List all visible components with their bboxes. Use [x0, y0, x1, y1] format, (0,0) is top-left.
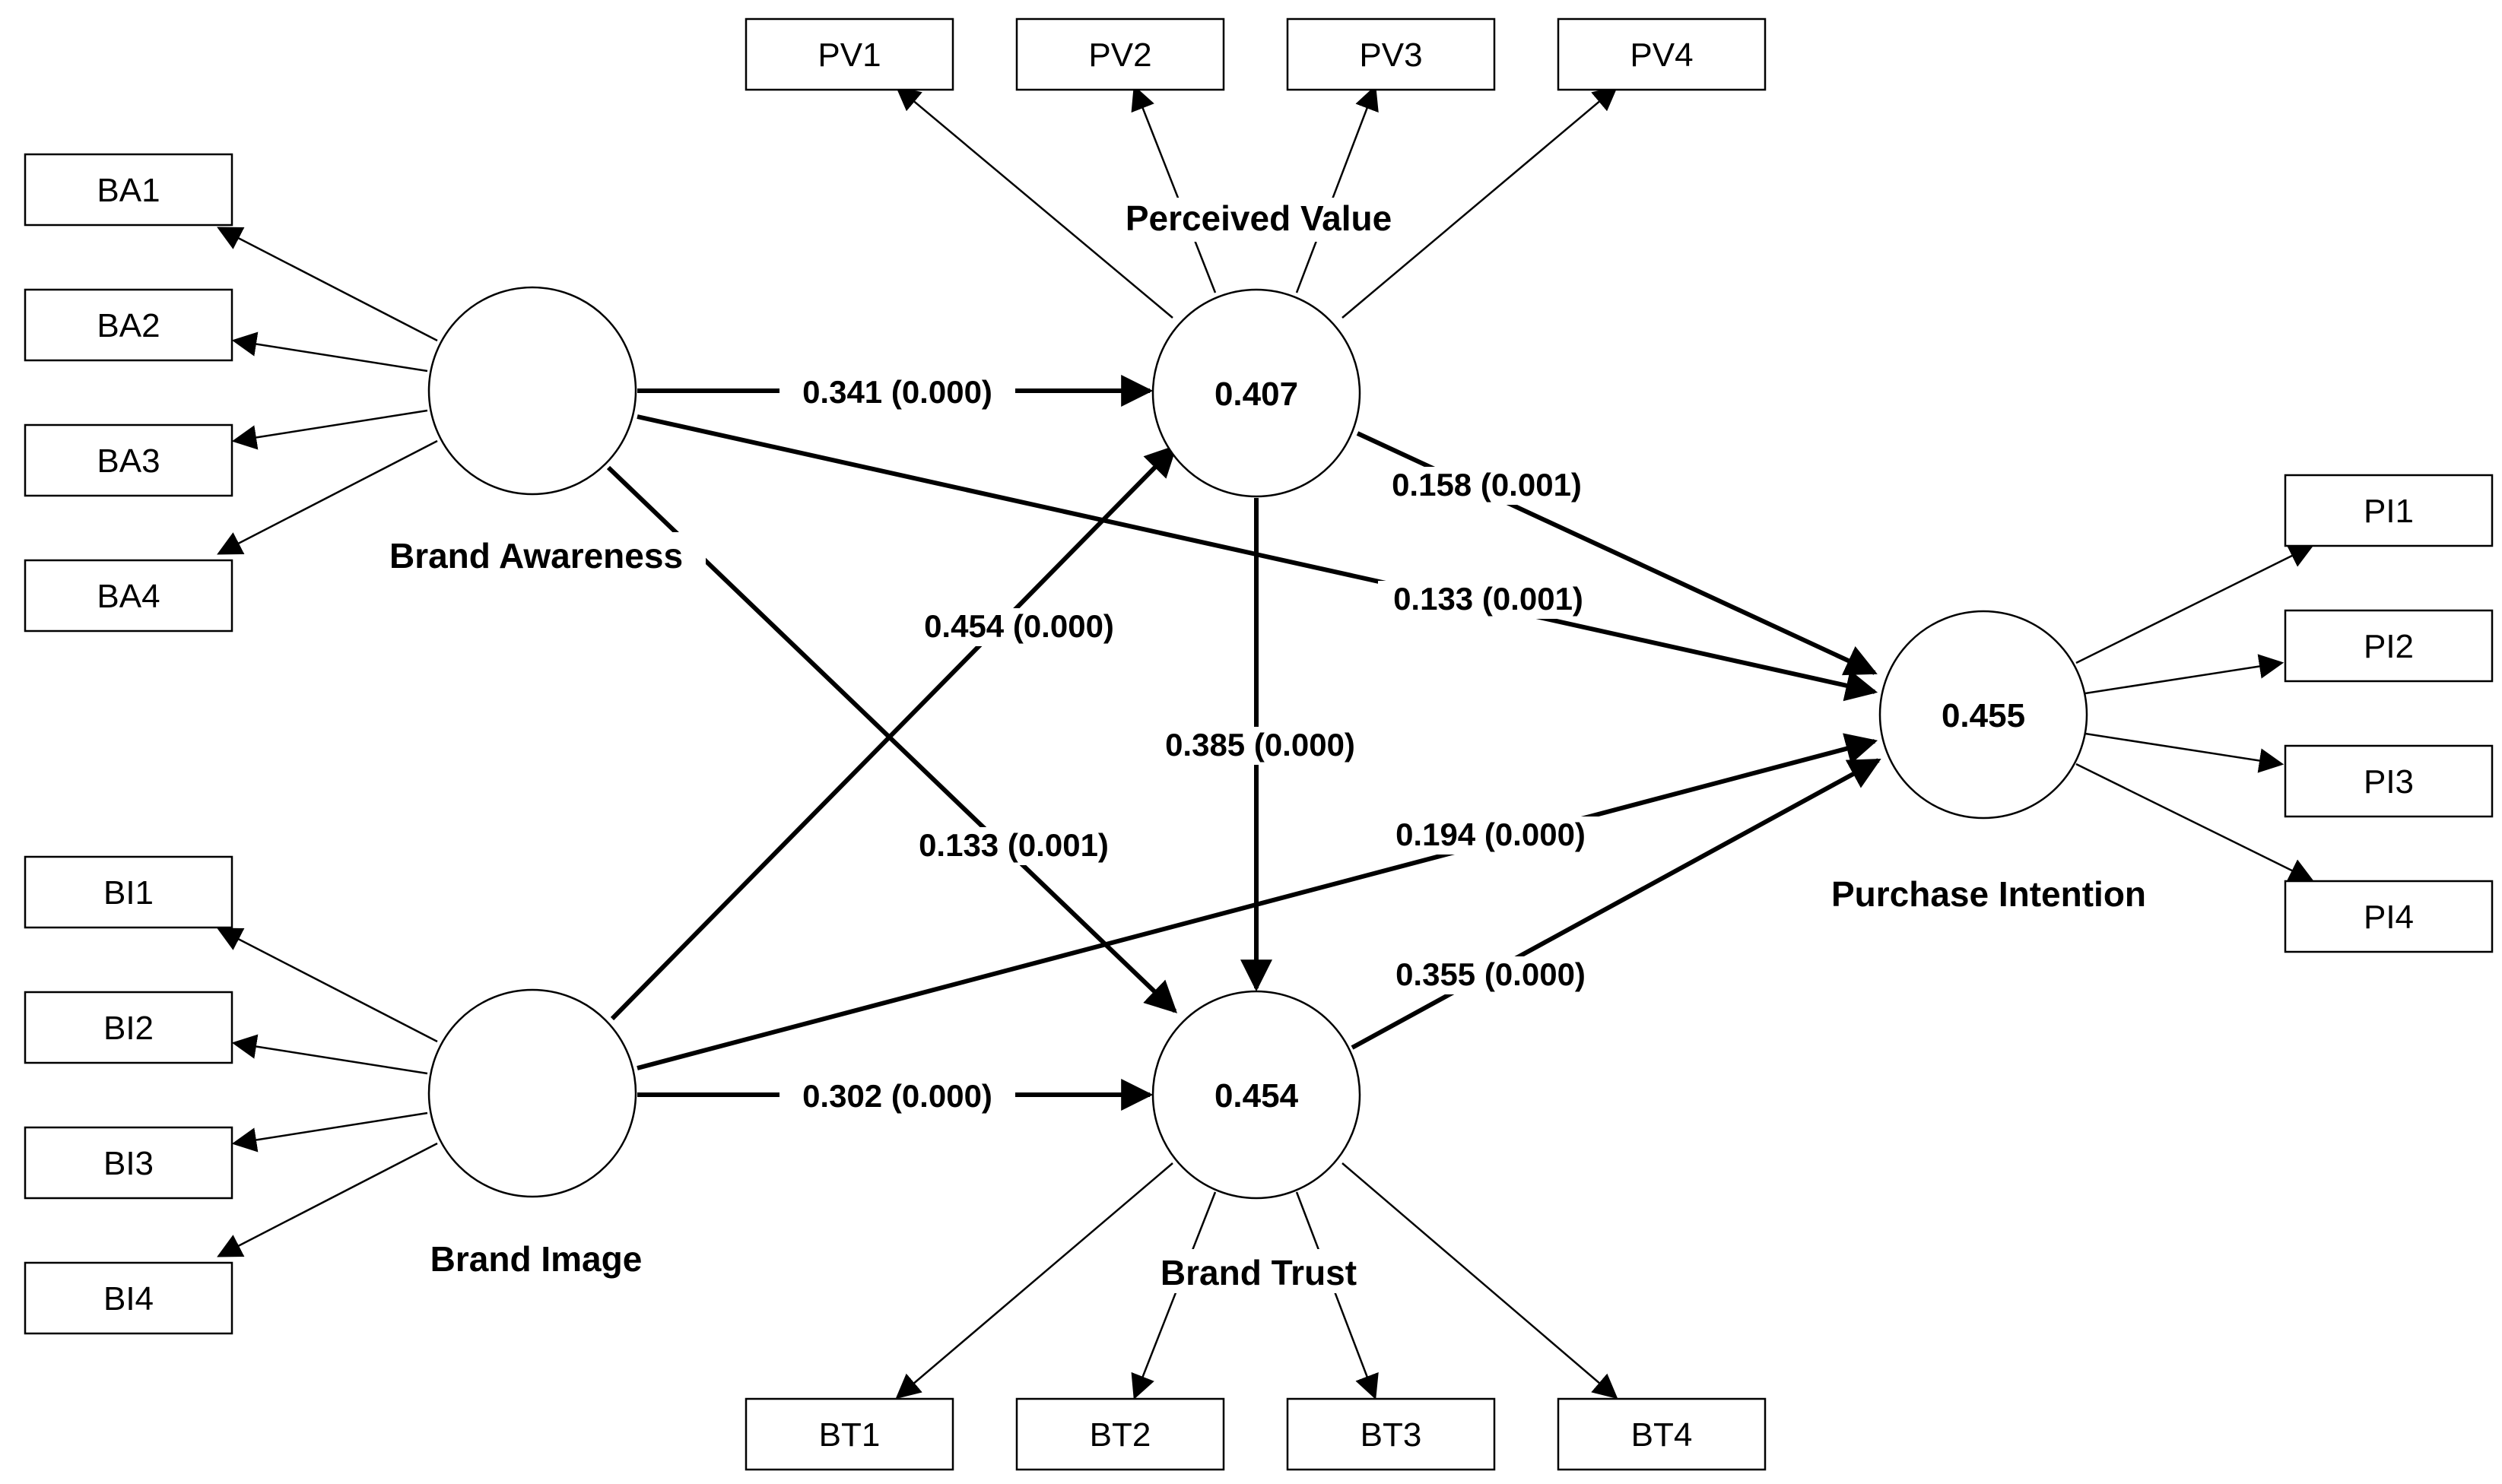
indicator-label-bi4: BI4: [103, 1280, 154, 1318]
indicator-label-bt4: BT4: [1631, 1416, 1693, 1454]
loading-bt2: [1131, 1191, 1217, 1400]
indicator-label-pv4: PV4: [1630, 36, 1693, 74]
construct-label-pv: Perceived Value: [1126, 198, 1392, 238]
loading-bi1: [217, 928, 438, 1043]
loading-pv1: [895, 85, 1173, 319]
indicator-box-bt2: [1015, 1397, 1225, 1471]
indicator-box-bt4: [1557, 1397, 1767, 1471]
indicator-label-pi2: PI2: [2364, 628, 2414, 665]
loading-bt1: [895, 1162, 1173, 1400]
loading-pv3: [1295, 84, 1379, 293]
indicator-label-ba2: BA2: [97, 307, 160, 344]
indicator-box-bt1: [745, 1397, 954, 1471]
loading-pi4: [2075, 763, 2314, 882]
construct-label-bi: Brand Image: [430, 1239, 643, 1279]
indicator-label-ba3: BA3: [97, 442, 160, 480]
coef-bi-pi: 0.194 (0.000): [1395, 817, 1586, 852]
indicator-box-bi1: [24, 855, 233, 929]
loading-bi4: [217, 1142, 438, 1257]
indicator-box-pi4: [2284, 880, 2494, 953]
indicator-label-pv1: PV1: [818, 36, 881, 74]
construct-node-ba: [427, 286, 637, 496]
indicator-label-pi3: PI3: [2364, 763, 2414, 801]
coef-bi-bt: 0.302 (0.000): [802, 1078, 992, 1114]
loading-ba2: [231, 331, 428, 373]
construct-node-bt: [1151, 990, 1361, 1200]
indicator-box-pi2: [2284, 609, 2494, 683]
loading-bi2: [231, 1034, 428, 1075]
construct-node-bi: [427, 988, 637, 1198]
indicator-box-bi3: [24, 1126, 233, 1200]
indicator-label-pv3: PV3: [1359, 36, 1422, 74]
coef-pv-pi: 0.158 (0.001): [1392, 467, 1582, 503]
indicator-label-bt1: BT1: [819, 1416, 881, 1454]
loading-pi1: [2075, 544, 2314, 664]
coef-ba-pi: 0.133 (0.001): [1393, 581, 1583, 617]
indicator-label-bi2: BI2: [103, 1010, 154, 1047]
loading-bt4: [1341, 1162, 1618, 1400]
indicator-box-bt3: [1286, 1397, 1496, 1471]
coef-ba-pv: 0.341 (0.000): [802, 374, 992, 410]
coef-bt-pi: 0.355 (0.000): [1395, 956, 1586, 992]
loading-pi3: [2084, 732, 2285, 773]
indicator-box-pi1: [2284, 474, 2494, 547]
loading-ba4: [217, 439, 438, 555]
indicator-box-ba1: [24, 153, 233, 227]
indicator-label-pi1: PI1: [2364, 493, 2414, 530]
construct-label-ba: Brand Awareness: [389, 536, 683, 576]
loading-pi2: [2084, 654, 2285, 695]
loading-ba3: [231, 409, 428, 450]
loading-ba1: [217, 227, 438, 342]
indicator-box-pv4: [1557, 17, 1767, 91]
loading-pv4: [1341, 85, 1618, 319]
construct-labels: Brand Awareness Brand Image Perceived Va…: [356, 198, 2146, 1293]
indicator-box-pi3: [2284, 744, 2494, 818]
coef-pv-bt: 0.385 (0.000): [1165, 727, 1355, 763]
indicator-box-pv1: [745, 17, 954, 91]
indicator-box-bi2: [24, 991, 233, 1064]
construct-label-bt: Brand Trust: [1161, 1253, 1357, 1292]
r2-pv: 0.407: [1214, 376, 1298, 413]
indicator-label-bi1: BI1: [103, 874, 154, 912]
indicator-box-ba4: [24, 559, 233, 633]
indicator-box-pv2: [1015, 17, 1225, 91]
indicator-box-ba3: [24, 423, 233, 497]
indicator-box-pv3: [1286, 17, 1496, 91]
loading-bi3: [231, 1111, 428, 1153]
indicator-label-bi3: BI3: [103, 1145, 154, 1182]
r2-pi: 0.455: [1942, 697, 2025, 734]
loading-bt3: [1295, 1191, 1379, 1400]
loading-lines: [217, 84, 2314, 1400]
indicator-label-ba4: BA4: [97, 578, 160, 615]
path-bt-pi: [1351, 758, 1881, 1050]
indicator-box-ba2: [24, 288, 233, 362]
construct-node-pi: [1878, 610, 2088, 820]
construct-label-pi: Purchase Intention: [1831, 874, 2146, 914]
path-coefficients: 0.341 (0.000) 0.133 (0.001) 0.133 (0.001…: [779, 373, 1601, 1115]
coef-ba-bt: 0.133 (0.001): [919, 827, 1109, 863]
indicator-label-bt3: BT3: [1361, 1416, 1422, 1454]
indicator-box-bi4: [24, 1261, 233, 1335]
construct-node-pv: [1151, 288, 1361, 498]
indicator-label-bt2: BT2: [1090, 1416, 1151, 1454]
path-bi-pv: [610, 445, 1177, 1021]
r2-bt: 0.454: [1214, 1077, 1299, 1115]
indicator-boxes: BA1 BA2 BA3 BA4 BI1 BI2 BI3 BI4 PV1 PV2 …: [24, 17, 2494, 1471]
loading-pv2: [1131, 84, 1217, 293]
coef-bi-pv: 0.454 (0.000): [924, 608, 1114, 644]
indicator-label-ba1: BA1: [97, 172, 160, 209]
indicator-label-pi4: PI4: [2364, 899, 2414, 936]
construct-nodes: 0.407 0.454 0.455: [427, 286, 2088, 1200]
indicator-label-pv2: PV2: [1088, 36, 1151, 74]
